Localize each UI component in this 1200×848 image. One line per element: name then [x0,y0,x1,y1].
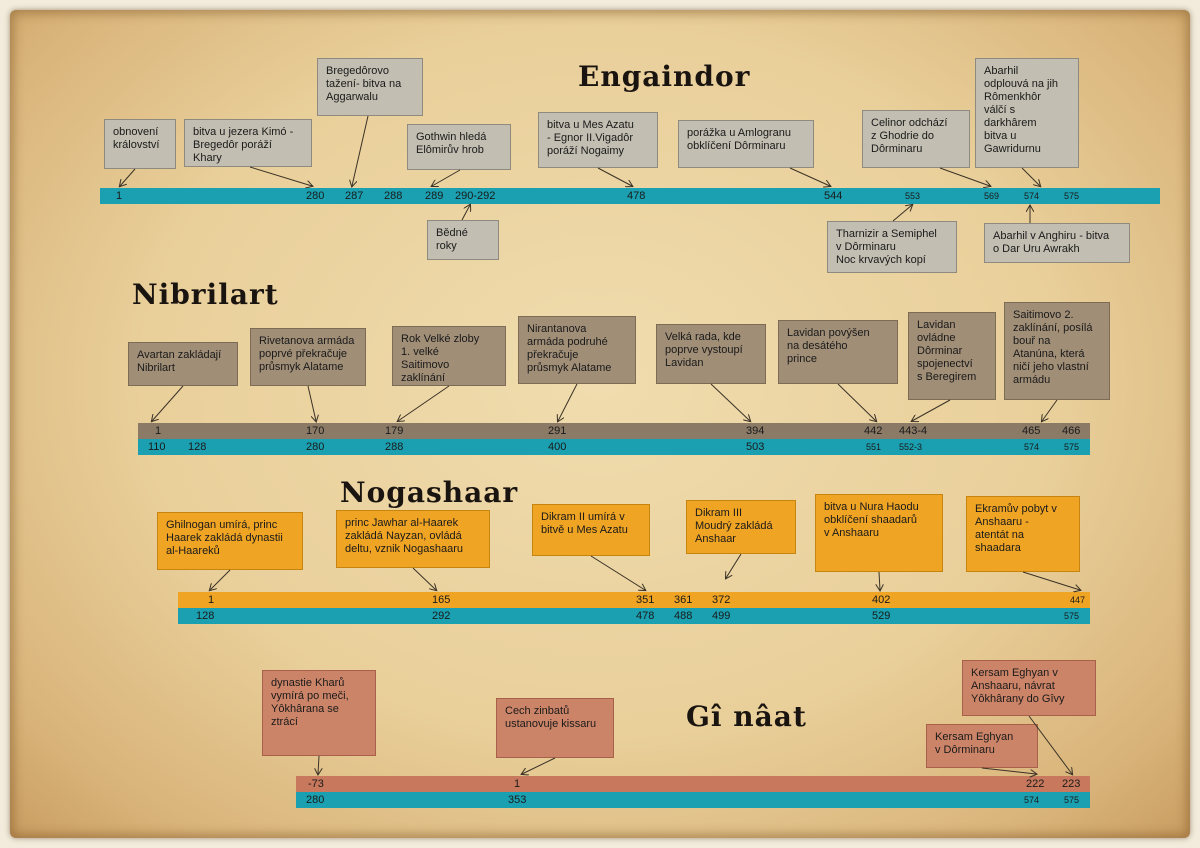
event-box: Cech zinbatů ustanovuje kissaru [496,698,614,758]
tick: 551 [866,442,882,452]
tick: 165 [432,594,451,606]
tick: 280 [306,441,325,453]
tick: 1 [514,778,521,790]
event-box: Lavidan povýšen na desátého prince [778,320,898,384]
tick: 503 [746,441,765,453]
tick: 289 [425,190,444,202]
nibrilart-reference-bar [138,439,1090,455]
event-box: Kersam Eghyan v Dôrminaru [926,724,1038,768]
event-box: Saitimovo 2. zaklínání, posílá bouř na A… [1004,302,1110,400]
tick: 1 [155,425,162,437]
tick: 287 [345,190,364,202]
tick: 290-292 [455,190,496,202]
event-box: Rivetanova armáda poprvé překračuje průs… [250,328,366,386]
event-box: porážka u Amlogranu obklíčení Dôrminaru [678,120,814,168]
tick: 288 [385,441,404,453]
tick: 443-4 [899,425,928,437]
tick: 465 [1022,425,1041,437]
event-box: Dikram II umírá v bitvě u Mes Azatu [532,504,650,556]
tick: 552-3 [899,442,923,452]
tick: 1 [116,190,123,202]
title-nibrilart: Nibrilart [132,278,279,311]
engaindor-bar [100,188,1160,204]
event-box: obnovení království [104,119,176,169]
tick: 478 [627,190,646,202]
event-box: Avartan zakládají Nibrilart [128,342,238,386]
event-box: Kersam Eghyan v Anshaaru, návrat Yôkhâra… [962,660,1096,716]
tick: -73 [308,778,324,790]
tick: 575 [1064,191,1080,201]
title-engaindor: Engaindor [578,60,751,93]
event-box: Celinor odchází z Ghodrie do Dôrminaru [862,110,970,168]
tick: 170 [306,425,325,437]
tick: 128 [196,610,215,622]
tick: 280 [306,190,325,202]
event-box: Bregedôrovo tažení- bitva na Aggarwalu [317,58,423,116]
event-box: Abarhil v Anghiru - bitva o Dar Uru Awra… [984,223,1130,263]
tick: 353 [508,794,527,806]
ginaat-reference-bar [296,792,1090,808]
tick: 553 [905,191,921,201]
event-box: dynastie Kharů vymírá po meči, Yôkhârana… [262,670,376,756]
tick: 544 [824,190,843,202]
nogashaar-bar [178,592,1090,608]
tick: 400 [548,441,567,453]
nogashaar-reference-bar [178,608,1090,624]
tick: 291 [548,425,567,437]
event-box: Ghilnogan umírá, princ Haarek zakládá dy… [157,512,303,570]
tick: 402 [872,594,891,606]
tick: 292 [432,610,451,622]
event-box: Rok Velké zloby 1. velké Saitimovo zaklí… [392,326,506,386]
tick: 179 [385,425,404,437]
event-box: Nirantanova armáda podruhé překračuje pr… [518,316,636,384]
tick: 372 [712,594,731,606]
tick: 280 [306,794,325,806]
tick: 223 [1062,778,1081,790]
tick: 569 [984,191,1000,201]
ginaat-bar [296,776,1090,792]
tick: 442 [864,425,883,437]
event-box: Velká rada, kde poprve vystoupí Lavidan [656,324,766,384]
tick: 222 [1026,778,1045,790]
event-box: bitva u Nura Haodu obklíčení shaadarů v … [815,494,943,572]
tick: 575 [1064,611,1080,621]
event-box: Gothwin hledá Elômirův hrob [407,124,511,170]
title-ginaat: Gî nâat [686,700,807,733]
tick: 499 [712,610,731,622]
tick: 128 [188,441,207,453]
event-box: Ekramův pobyt v Anshaaru - atentát na sh… [966,496,1080,572]
tick: 529 [872,610,891,622]
tick: 447 [1070,595,1086,605]
event-box: Bědné roky [427,220,499,260]
tick: 488 [674,610,693,622]
tick: 574 [1024,795,1040,805]
tick: 574 [1024,191,1040,201]
event-box: Lavidan ovládne Dôrminar spojenectví s B… [908,312,996,400]
tick: 575 [1064,795,1080,805]
event-box: Abarhil odplouvá na jih Rômenkhôr válčí … [975,58,1079,168]
event-box: bitva u jezera Kimó - Bregedôr poráží Kh… [184,119,312,167]
tick: 394 [746,425,765,437]
tick: 361 [674,594,693,606]
nibrilart-bar [138,423,1090,439]
tick: 110 [148,441,166,453]
event-box: Tharnizir a Semiphel v Dôrminaru Noc krv… [827,221,957,273]
tick: 351 [636,594,655,606]
title-nogashaar: Nogashaar [340,476,519,509]
tick: 288 [384,190,403,202]
tick: 575 [1064,442,1080,452]
event-box: Dikram III Moudrý zakládá Anshaar [686,500,796,554]
tick: 478 [636,610,655,622]
event-box: princ Jawhar al-Haarek zakládá Nayzan, o… [336,510,490,568]
tick: 574 [1024,442,1040,452]
tick: 466 [1062,425,1081,437]
event-box: bitva u Mes Azatu - Egnor II.Vigadôr por… [538,112,658,168]
tick: 1 [208,594,215,606]
